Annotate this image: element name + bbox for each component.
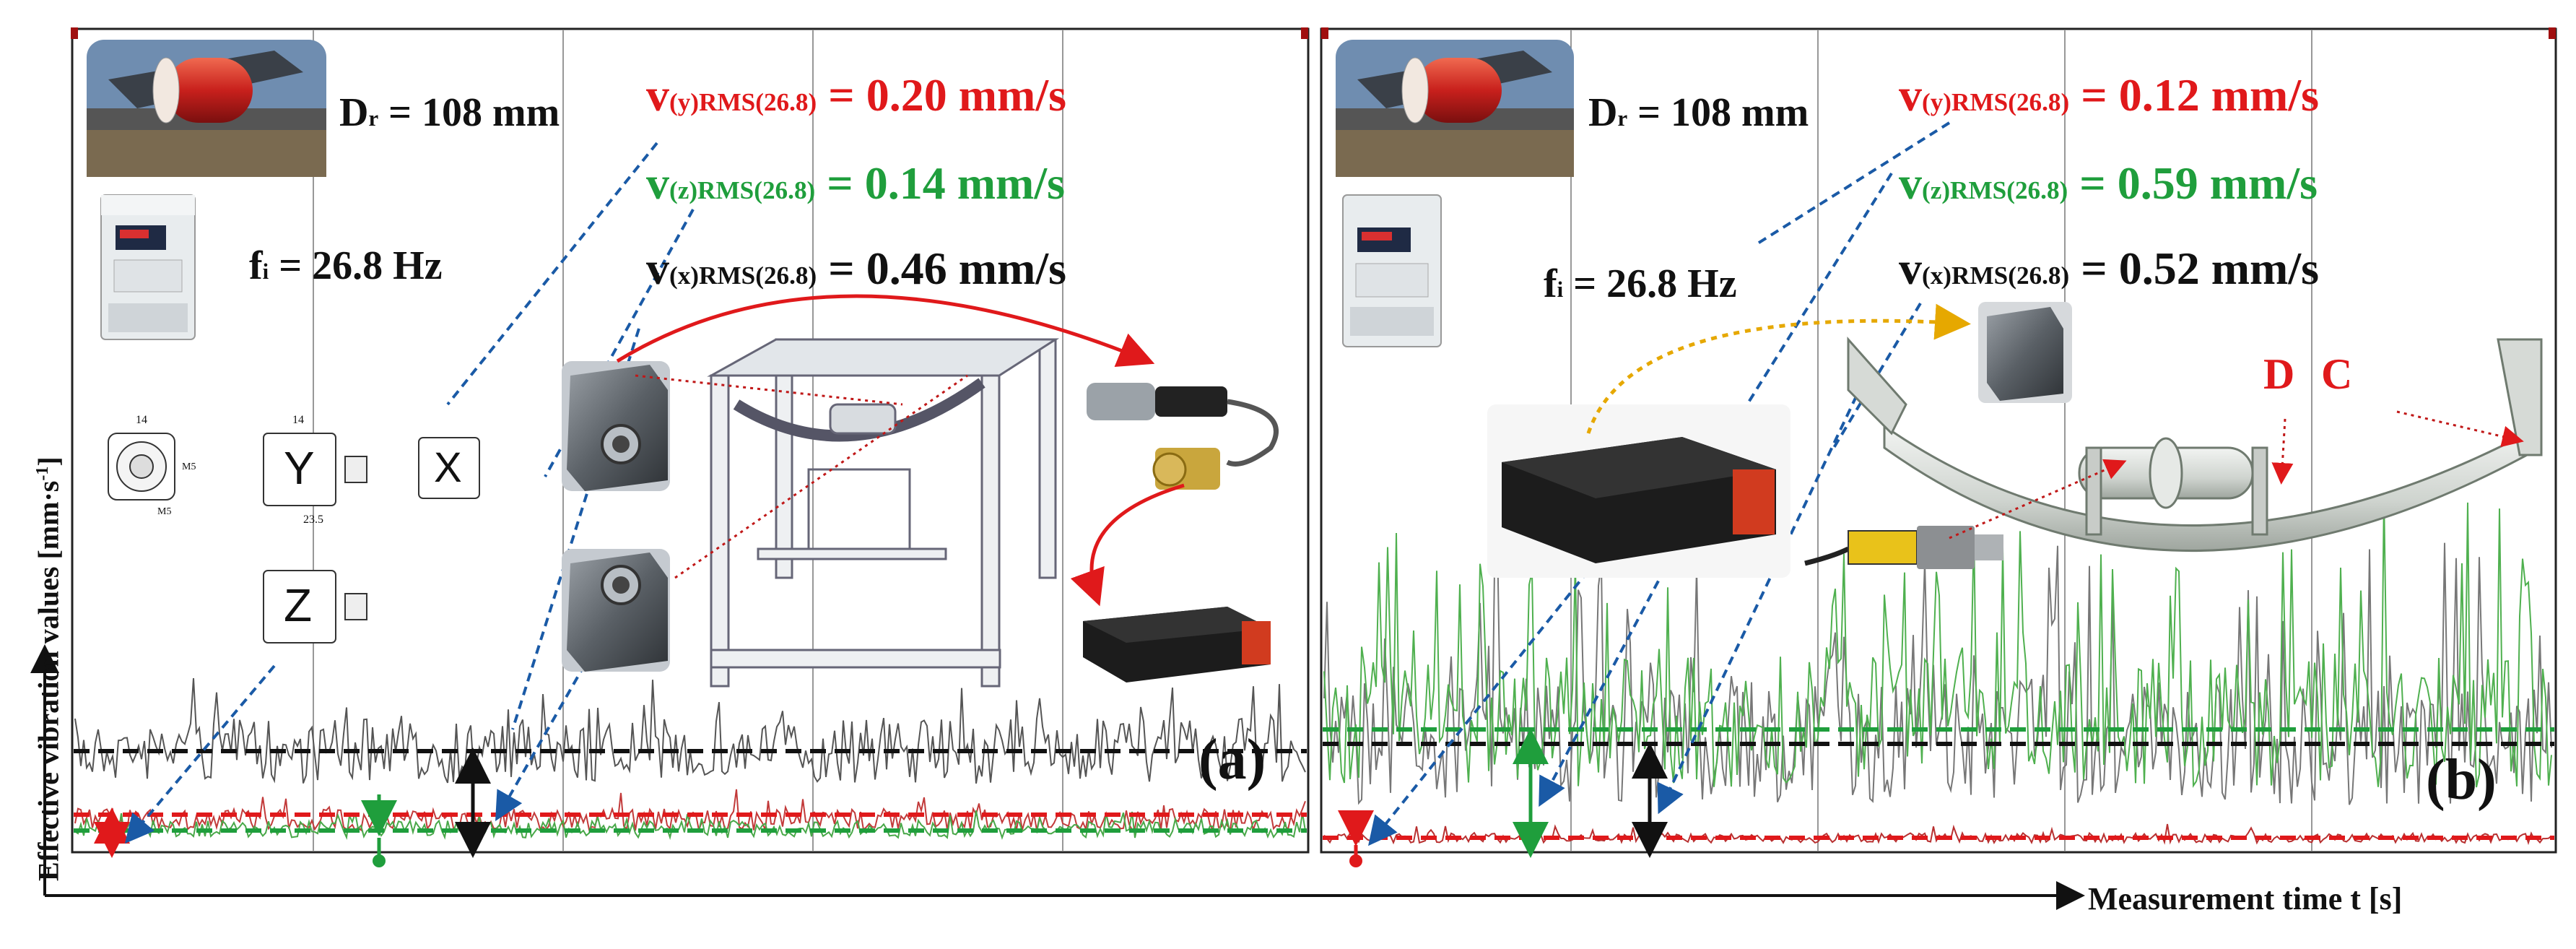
y-axis-label-close-bracket: ] [32,456,65,467]
panel-tag-a: (a) [1198,728,1266,792]
vx-value-a: = 0.46 mm/s [817,243,1067,294]
diameter-value-b: = 108 mm [1627,90,1809,135]
x-axis-label: Measurement time t [s] [2088,881,2403,916]
vy-symbol-a: v [646,69,669,121]
diameter-symbol-b: D [1588,90,1618,135]
y-axis-label: Effective vibration values [mm·s-1] [32,456,65,881]
sensor-dimension-23-5: 23.5 [303,514,323,526]
vy-value-a: = 0.20 mm/s [817,69,1067,121]
vy-rms-b: v(y)RMS(26.8) = 0.12 mm/s [1899,72,2319,118]
sensor-axis-z: Z [284,579,313,631]
signal-y-trace-b [1323,823,2552,846]
idler-label-c: C [2321,350,2353,398]
panel-b-frame [1320,27,2557,854]
vy-symbol-b: v [1899,69,1922,121]
diameter-value-a: = 108 mm [378,90,560,135]
vx-subscript-a: (x)RMS(26.8) [669,261,817,290]
daq-device-photo-b [1487,404,1790,578]
accelerometer-photo-top [562,361,670,491]
vx-subscript-b: (x)RMS(26.8) [1922,261,2070,290]
vz-rms-b: v(z)RMS(26.8) = 0.59 mm/s [1899,160,2318,207]
connection-arrows-b [1586,303,1971,434]
y-axis-label-unit-exponent: -1 [33,466,52,481]
signal-z-trace-b [1323,496,2552,788]
inverter-frequency-a: fi = 26.8 Hz [249,246,443,286]
roller-photo-a [87,40,326,177]
diameter-symbol-a: D [339,90,369,135]
y-axis-label-text: Effective vibration values [mm·s [32,480,65,881]
vz-value-b: = 0.59 mm/s [2068,157,2318,209]
diameter-subscript-a: r [368,106,379,131]
sensor-drawing-top-view [108,433,175,500]
vz-symbol-b: v [1899,157,1922,209]
roller-diameter-a: Dr = 108 mm [339,92,560,133]
rms-lines [74,727,2554,840]
vy-subscript-b: (y)RMS(26.8) [1922,88,2070,116]
vz-subscript-b: (z)RMS(26.8) [1922,176,2068,204]
frequency-symbol-a: f [249,243,263,288]
vz-value-a: = 0.14 mm/s [815,157,1066,209]
vz-rms-a: v(z)RMS(26.8) = 0.14 mm/s [646,160,1065,207]
panel-tag-b: (b) [2426,748,2497,812]
vx-symbol-b: v [1899,243,1922,294]
connection-arrows-a [616,294,1185,607]
roller-diameter-b: Dr = 108 mm [1588,92,1809,133]
sensor-axis-y: Y [284,442,315,494]
frequency-subscript-a: i [262,259,269,284]
sensor-dimension-14-right: 14 [292,414,304,426]
vy-value-b: = 0.12 mm/s [2069,69,2320,121]
accelerometer-photo-bottom [562,549,670,672]
sensor-thread-m5-bottom: M5 [157,506,172,517]
vy-rms-a: v(y)RMS(26.8) = 0.20 mm/s [646,72,1066,118]
inverter-frequency-b: fi = 26.8 Hz [1544,264,1737,304]
vy-subscript-a: (y)RMS(26.8) [669,88,817,116]
roller-photo-b [1336,40,1574,177]
sensor-drawing-x-view [418,437,480,499]
idler-label-d: D [2263,350,2295,398]
sensor-thread-m5-right: M5 [182,462,196,472]
accelerometer-photo-b [1978,302,2072,403]
vx-value-b: = 0.52 mm/s [2069,243,2320,294]
vz-symbol-a: v [646,157,669,209]
sensor-dimension-14-left: 14 [136,414,147,426]
frequency-value-b: = 26.8 Hz [1563,261,1737,306]
diameter-subscript-b: r [1617,106,1628,131]
idler-set-drawing [1847,337,2543,552]
sensor-drawing-y-view [263,433,367,506]
frequency-value-a: = 26.8 Hz [269,243,443,288]
sensor-drawing-z-view [263,570,367,644]
signal-x-trace-a [74,678,1306,784]
frequency-symbol-b: f [1544,261,1557,306]
vz-subscript-a: (z)RMS(26.8) [669,176,816,204]
vx-rms-b: v(x)RMS(26.8) = 0.52 mm/s [1899,246,2319,292]
frequency-subscript-b: i [1557,277,1564,302]
sensor-axis-x: X [434,444,462,491]
vx-rms-a: v(x)RMS(26.8) = 0.46 mm/s [646,246,1066,292]
vx-symbol-a: v [646,243,669,294]
frequency-inverter-a [100,194,196,340]
leader-lines [124,121,1951,846]
panel-a-frame [71,27,1310,854]
pointer-lines-b [1949,410,2524,540]
daq-device-photo-a [1083,607,1271,682]
global-axes [30,644,2085,910]
test-stand-drawing [707,338,1060,688]
proximity-sensor-photo [1804,526,2003,569]
sensor-cable-photo [1087,383,1279,490]
pointer-lines-a [635,374,968,579]
frequency-inverter-b [1342,194,1442,347]
amplitude-arrows [94,728,1668,867]
